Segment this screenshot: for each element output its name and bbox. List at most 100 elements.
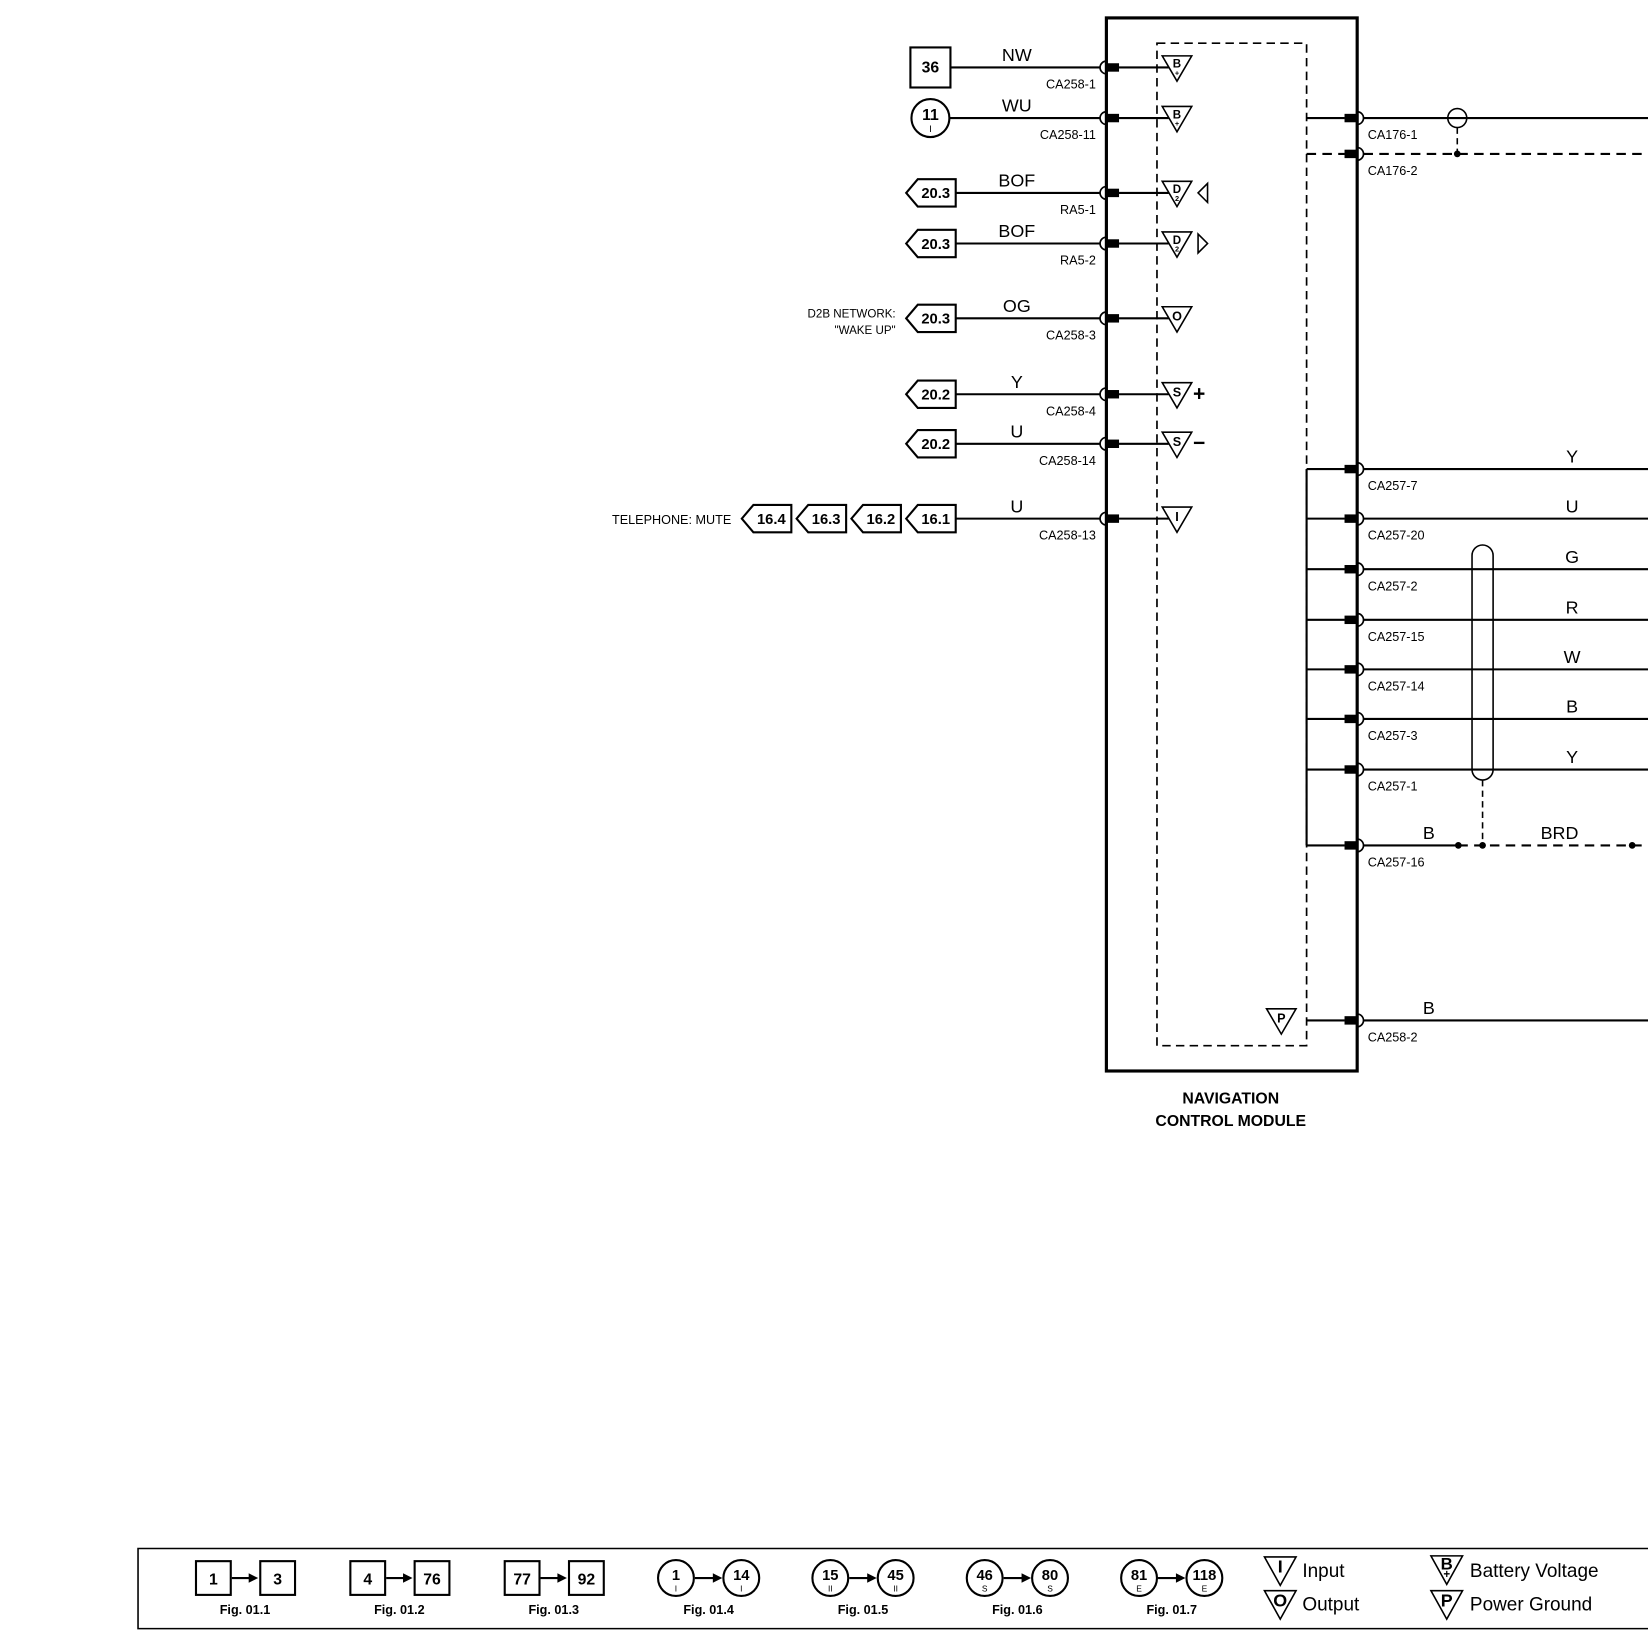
symbol-triangle: [1160, 431, 1194, 460]
ref-box: [567, 1560, 605, 1596]
ref-tag-label: 20.3: [921, 186, 950, 202]
symbol-triangle: [1263, 1589, 1298, 1621]
pin-terminal: [1344, 665, 1358, 674]
ref-circle: [1031, 1559, 1069, 1597]
ref-label: 14: [733, 1568, 750, 1584]
square-ref-icon: 36: [909, 46, 952, 89]
ref-tag-label: 16.3: [812, 512, 841, 528]
connector-label: CA176-2: [1368, 164, 1418, 178]
pin-terminal: [1106, 514, 1120, 523]
symbol-letter: P: [1441, 1590, 1453, 1610]
ref-circle: [722, 1559, 761, 1597]
wire-color-label: BRD: [1541, 823, 1579, 843]
pin-terminal: [1106, 63, 1120, 72]
ref-box: [909, 46, 952, 89]
symbol-triangle: [1265, 1008, 1298, 1036]
circle-ref-icon: 46S: [965, 1559, 1004, 1597]
ref-circle: [811, 1559, 850, 1597]
right-pin-group: CA176-1CA176-2YCA257-7UCA257-20GCA257-2R…: [1265, 107, 1648, 1044]
battery-voltage-icon: B+: [1160, 105, 1194, 134]
ref-tag-label: 16.1: [921, 512, 950, 528]
wire-color-label: Y: [1011, 372, 1023, 392]
pin-terminal: [1106, 113, 1120, 123]
pin-terminal: [1344, 765, 1358, 774]
ref-tag-label: 16.2: [867, 512, 896, 528]
power-ground-icon: P: [1265, 1008, 1298, 1036]
pin-socket: [1099, 185, 1107, 201]
output-icon: O: [1263, 1589, 1298, 1621]
symbol-letter: I: [1175, 510, 1179, 524]
symbol-letter: S: [1173, 386, 1181, 400]
pin-socket: [1099, 236, 1107, 251]
arrow-tag-icon: 16.1: [904, 503, 957, 534]
pin-terminal: [1344, 514, 1358, 523]
d2b-icon: D2: [1160, 231, 1194, 259]
connector-label: RA5-2: [1060, 254, 1096, 268]
wire-color-label: U: [1010, 496, 1023, 516]
d2b-icon: D2: [1160, 180, 1194, 209]
square-ref-icon: 3: [259, 1560, 297, 1596]
wire-color-label: BOF: [998, 221, 1035, 241]
square-ref-icon: 76: [413, 1560, 451, 1596]
symbol-letter: S: [1173, 435, 1181, 449]
annotation-text: TELEPHONE: MUTE: [612, 513, 731, 527]
connector-label: CA258-1: [1046, 78, 1096, 92]
arrow-tag-icon: 16.4: [740, 503, 793, 534]
legend-symbol-label: Power Ground: [1470, 1595, 1592, 1616]
ref-sublabel: II: [828, 1584, 833, 1594]
ref-label: 76: [423, 1571, 441, 1588]
pin-socket: [1099, 311, 1107, 326]
legend-frame: [137, 1547, 1648, 1630]
ref-tag-label: 16.4: [757, 512, 786, 528]
connector-label: CA258-4: [1046, 404, 1096, 418]
symbol-letter: D: [1173, 184, 1181, 196]
connector-label: CA257-3: [1368, 729, 1418, 743]
wire-color-label: U: [1010, 421, 1023, 441]
ref-circle: [1185, 1559, 1224, 1597]
pin-terminal: [1344, 615, 1358, 625]
figure-caption: Fig. 01.4: [683, 1603, 734, 1617]
symbol-triangle: [1160, 305, 1194, 334]
figure-caption: Fig. 01.2: [374, 1603, 425, 1617]
module-name-line-2: CONTROL MODULE: [1155, 1113, 1306, 1130]
ref-tag-label: 20.2: [921, 388, 950, 404]
pin-socket: [1099, 387, 1107, 402]
wire-color-label: R: [1566, 597, 1579, 617]
symbol-subscript: 2: [1175, 194, 1179, 203]
square-ref-icon: 1: [194, 1560, 232, 1596]
ref-label: 81: [1131, 1568, 1147, 1584]
ref-label: 1: [209, 1571, 218, 1588]
ref-tag-label: 20.3: [921, 312, 950, 328]
module-outline: [1104, 16, 1359, 1073]
circle-ref-icon: 81E: [1120, 1559, 1159, 1597]
symbol-triangle: [1160, 105, 1194, 134]
input-icon: I: [1263, 1556, 1298, 1588]
splice-dot: [1628, 842, 1636, 849]
pin-terminal: [1106, 188, 1120, 198]
figure-caption: Fig. 01.3: [528, 1603, 579, 1617]
ref-circle: [876, 1559, 915, 1597]
connector-label: CA257-14: [1368, 679, 1425, 693]
power-ground-icon: P: [1429, 1589, 1464, 1621]
wire-color-label: OG: [1003, 296, 1031, 316]
ref-label: 1: [672, 1568, 680, 1584]
arrow-tag-icon: 20.3: [904, 178, 957, 208]
ref-sublabel: S: [1047, 1584, 1053, 1594]
arrow-right-icon: [557, 1573, 567, 1583]
ref-box: [259, 1560, 297, 1596]
twisted-pair-group: [1471, 544, 1494, 846]
pin-terminal: [1106, 239, 1120, 248]
pin-terminal: [1106, 439, 1120, 449]
